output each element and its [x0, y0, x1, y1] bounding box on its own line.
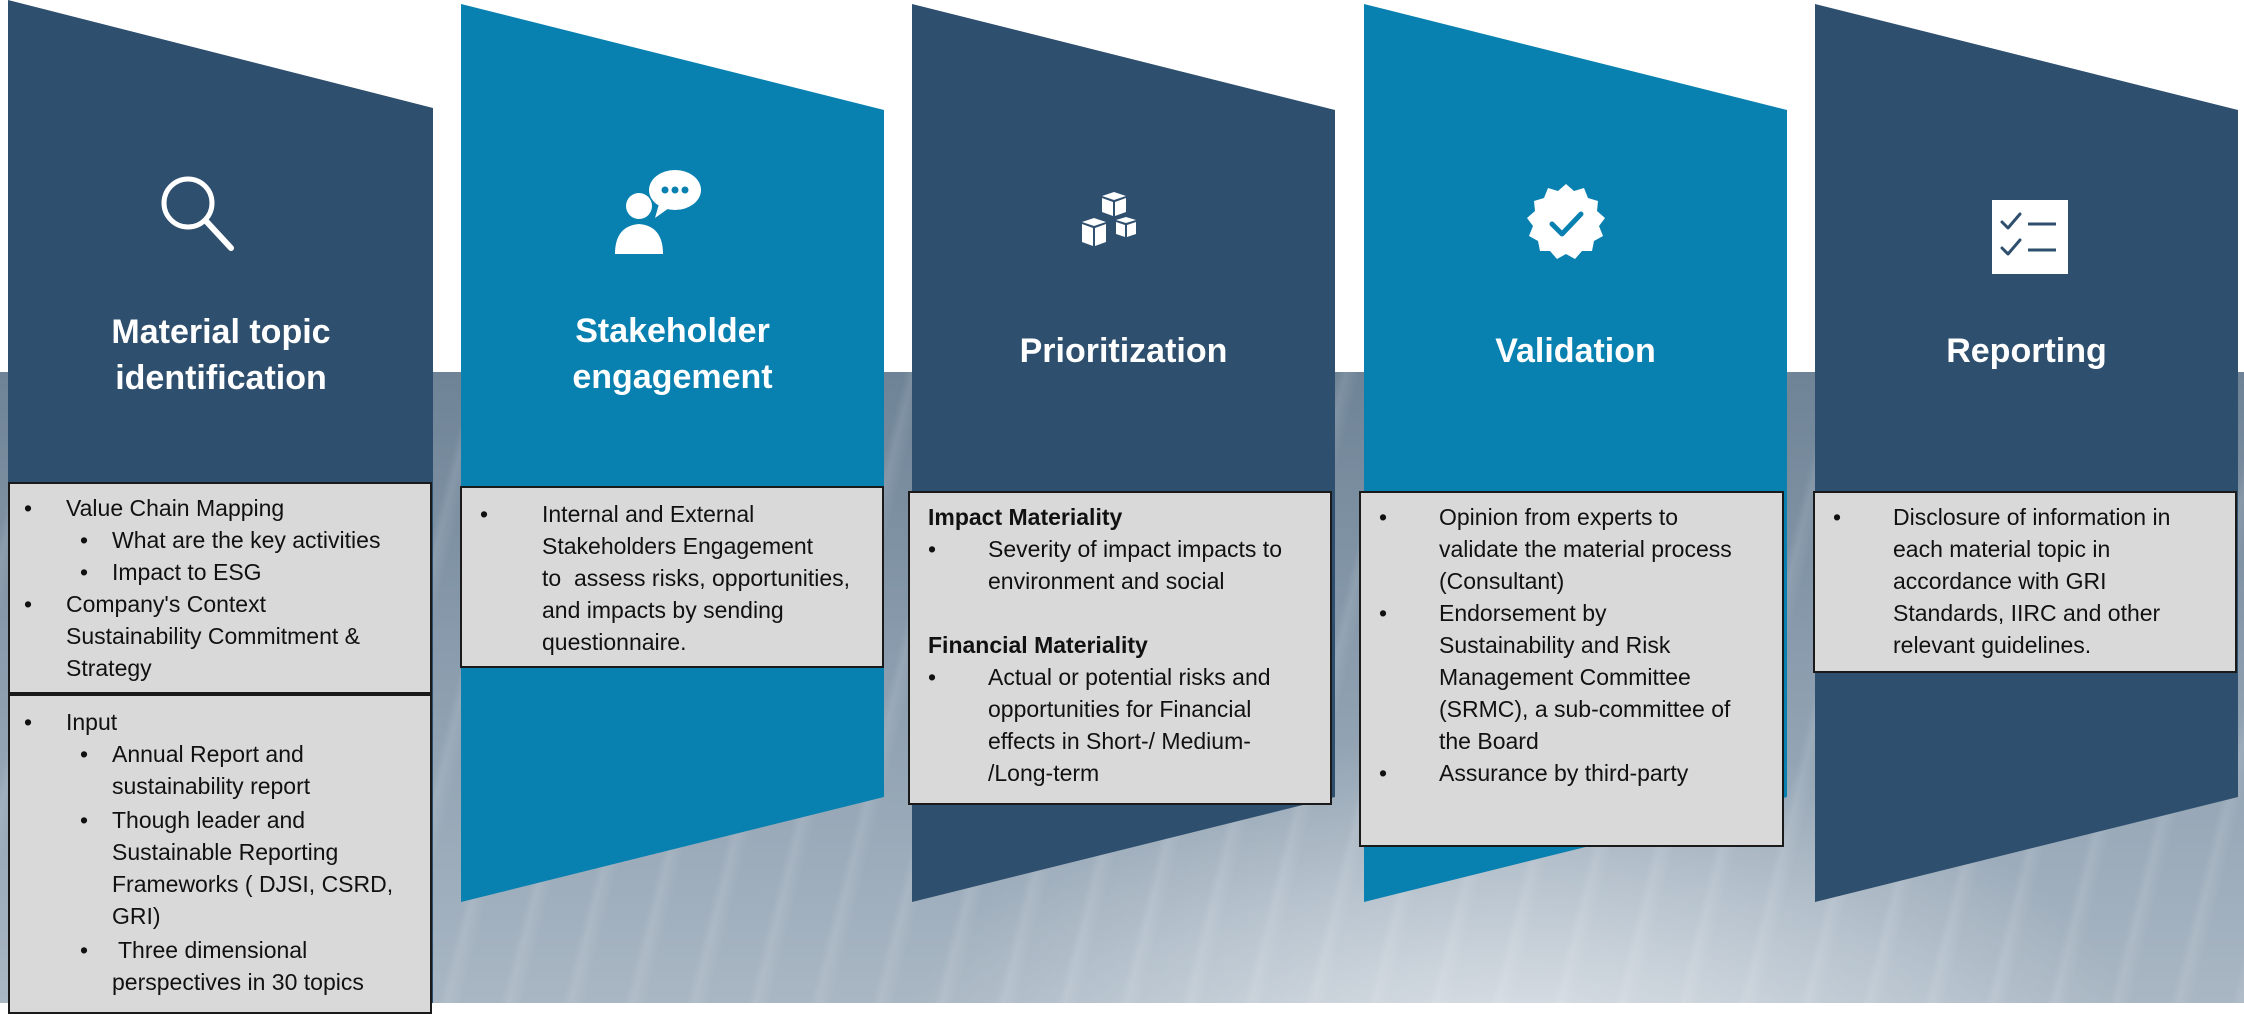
- stage-4-box: • Opinion from experts to validate the m…: [1359, 491, 1784, 847]
- line: Disclosure of information in: [1893, 504, 2171, 530]
- stage-2-title-line2: engagement: [572, 358, 773, 396]
- stage-4-title: Validation: [1495, 332, 1656, 370]
- stage-5-title: Reporting: [1946, 332, 2107, 370]
- stage-2-panel: Stakeholder engagement: [461, 0, 897, 1003]
- line: accordance with GRI: [1893, 568, 2107, 594]
- line: Standards, IIRC and other: [1893, 600, 2161, 626]
- line: (SRMC), a sub-committee of: [1439, 696, 1731, 722]
- bullet: •: [1833, 504, 1842, 530]
- line: Stakeholders Engagement: [542, 533, 814, 559]
- stage-1-title-line1: Material topic: [111, 313, 331, 351]
- list-item: Three dimensional perspectives in 30 topi…: [10, 934, 430, 998]
- list-item: • Actual or potential risks and opportun…: [928, 661, 1330, 789]
- line: Three dimensional: [112, 937, 308, 963]
- line: Frameworks ( DJSI, CSRD,: [112, 871, 394, 897]
- list-item: • Disclosure of information in each mate…: [1815, 501, 2235, 661]
- line: environment and social: [988, 568, 1225, 594]
- line: Sustainability and Risk: [1439, 632, 1671, 658]
- line: each material topic in: [1893, 536, 2111, 562]
- list-item: Company's Context: [10, 588, 430, 620]
- line: to assess risks, opportunities,: [542, 565, 851, 591]
- line: GRI): [112, 903, 161, 929]
- stage-1-title-line2: identification: [115, 359, 327, 397]
- bullet: •: [1379, 600, 1388, 626]
- stage-2-parallelogram: [461, 4, 884, 902]
- line: Severity of impact impacts to: [988, 536, 1282, 562]
- line: effects in Short-/ Medium-: [988, 728, 1251, 754]
- bullet: •: [1379, 504, 1388, 530]
- bullet: •: [480, 501, 489, 527]
- line: Opinion from experts to: [1439, 504, 1679, 530]
- line: questionnaire.: [542, 629, 687, 655]
- stage-5-box: • Disclosure of information in each mate…: [1813, 491, 2237, 673]
- list-item: • Endorsement by Sustainability and Risk…: [1361, 597, 1782, 757]
- list-item: Value Chain Mapping: [10, 492, 430, 524]
- financial-materiality-section: Financial Materiality • Actual or potent…: [910, 629, 1330, 789]
- stage-1-title: Material topic identification: [8, 309, 434, 401]
- line: Assurance by third-party: [1439, 760, 1689, 786]
- stage-2-title-line1: Stakeholder: [575, 312, 770, 350]
- line: Endorsement by: [1439, 600, 1607, 626]
- stage-3-title: Prioritization: [1019, 332, 1228, 370]
- list-item: Impact to ESG: [10, 556, 430, 588]
- stage-1-box-context: Value Chain Mapping What are the key act…: [8, 482, 432, 694]
- stage-5-panel: Reporting: [1815, 0, 2244, 1003]
- line: relevant guidelines.: [1893, 632, 2092, 658]
- stage-2-title: Stakeholder engagement: [461, 308, 884, 400]
- bullet: •: [1379, 760, 1388, 786]
- list-item: • Assurance by third-party: [1361, 757, 1782, 789]
- list-item: What are the key activities: [10, 524, 430, 556]
- impact-materiality-section: Impact Materiality • Severity of impact …: [910, 501, 1330, 597]
- line: the Board: [1439, 728, 1539, 754]
- list-item: Input: [10, 706, 430, 738]
- line: Though leader and: [112, 807, 306, 833]
- bullet: •: [928, 536, 937, 562]
- line: opportunities for Financial: [988, 696, 1252, 722]
- line: Actual or potential risks and: [988, 664, 1271, 690]
- list-item: • Severity of impact impacts to environm…: [928, 533, 1330, 597]
- list-item: • Opinion from experts to validate the m…: [1361, 501, 1782, 597]
- financial-materiality-heading: Financial Materiality: [928, 632, 1148, 658]
- stage-3-box: Impact Materiality • Severity of impact …: [908, 491, 1332, 805]
- list-item-continuation: Sustainability Commitment &: [66, 623, 360, 649]
- line: (Consultant): [1439, 568, 1565, 594]
- bullet: •: [928, 664, 937, 690]
- impact-materiality-heading: Impact Materiality: [928, 504, 1123, 530]
- line: validate the material process: [1439, 536, 1732, 562]
- line: Internal and External: [542, 501, 755, 527]
- stage-1-box-input: Input Annual Report and sustainability re…: [8, 694, 432, 1014]
- list-item-continuation: Strategy: [66, 655, 152, 681]
- stage-2-box: • Internal and External Stakeholders Eng…: [460, 486, 884, 668]
- line: and impacts by sending: [542, 597, 784, 623]
- line: /Long-term: [988, 760, 1100, 786]
- line: Sustainable Reporting: [112, 839, 339, 865]
- line: perspectives in 30 topics: [112, 969, 364, 995]
- list-item: Annual Report and sustainability report: [10, 738, 430, 802]
- stage-5-parallelogram: [1815, 4, 2238, 902]
- line: sustainability report: [112, 773, 311, 799]
- list-item: • Internal and External Stakeholders Eng…: [462, 498, 882, 658]
- line: Management Committee: [1439, 664, 1691, 690]
- line: Annual Report and: [112, 741, 304, 767]
